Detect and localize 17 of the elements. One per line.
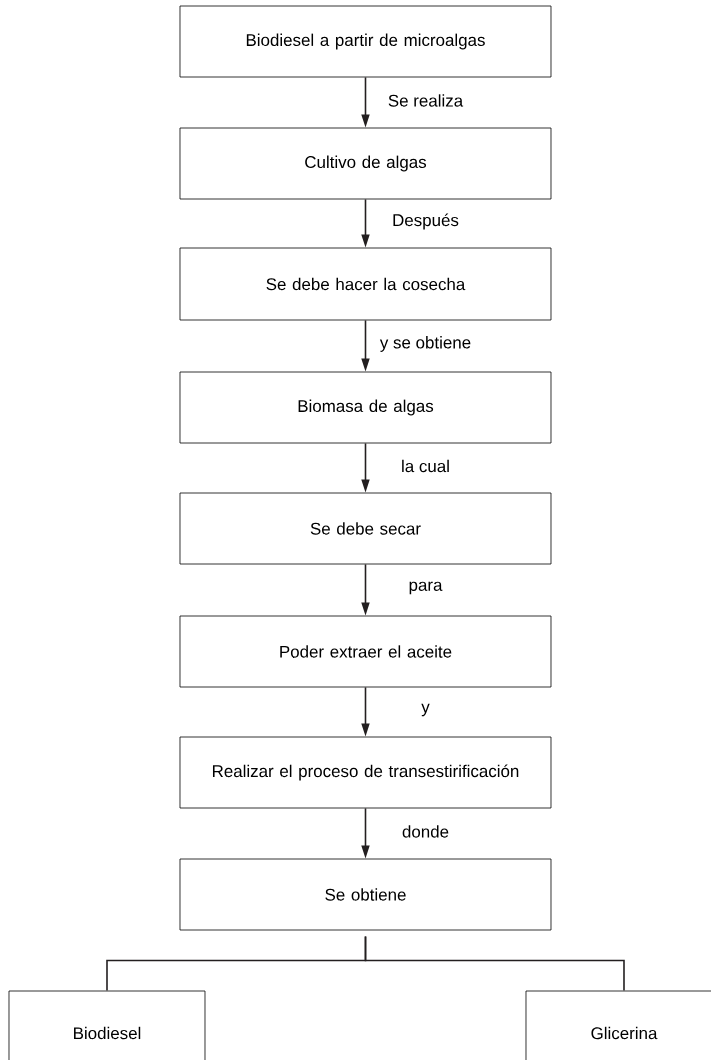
edge-label: Después xyxy=(391,212,460,231)
edge-label: Se realiza xyxy=(386,93,465,108)
process-box: Poder extraer el aceite xyxy=(179,615,552,688)
process-box: Cultivo de algas xyxy=(179,127,552,200)
edge-label: y se obtiene xyxy=(378,335,473,353)
process-box: Biomasa de algas xyxy=(179,371,552,444)
edge-label: la cual xyxy=(400,458,451,474)
edge-label: donde xyxy=(400,824,451,839)
process-box: Realizar el proceso de transestirificación xyxy=(179,736,552,809)
process-box: Se debe hacer la cosecha xyxy=(179,247,552,321)
edge-label: y xyxy=(420,702,431,718)
process-box: Se debe secar xyxy=(179,492,552,565)
edge-label: para xyxy=(407,580,444,596)
process-box: Biodiesel xyxy=(8,990,206,1060)
process-box: Biodiesel a partir de microalgas xyxy=(179,5,552,78)
process-box: Se obtiene xyxy=(179,858,552,931)
process-box: Glicerina xyxy=(525,990,711,1060)
